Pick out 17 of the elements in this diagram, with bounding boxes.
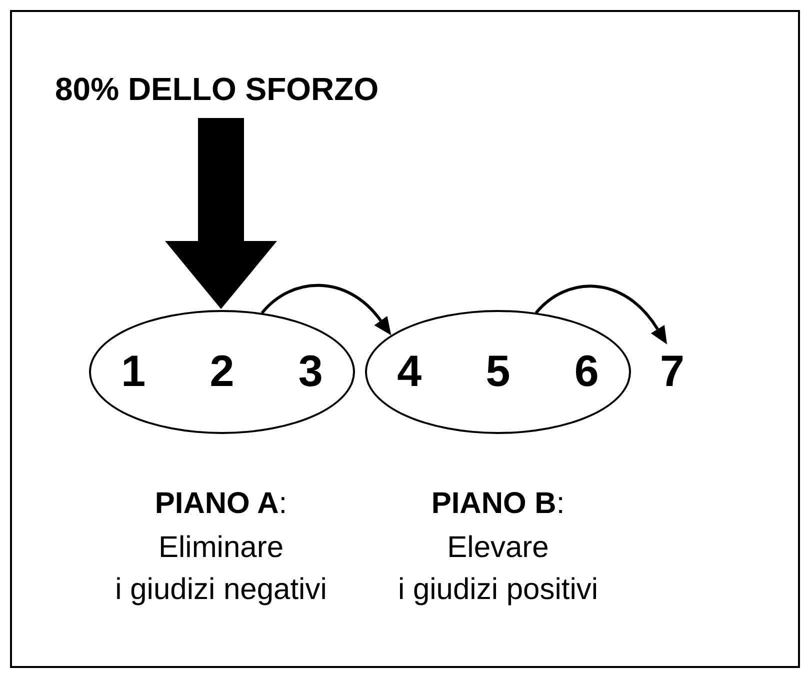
curved-arrow — [534, 284, 668, 344]
block-arrow — [165, 118, 277, 309]
stage-ellipse — [365, 310, 631, 434]
step-number: 7 — [660, 345, 684, 399]
plan-description: Elevare i giudizi positivi — [398, 530, 598, 608]
step-number: 3 — [297, 347, 324, 397]
step-number: 2 — [208, 347, 236, 397]
step-number: 1 — [120, 347, 147, 397]
plan-description: Eliminare i giudizi negativi — [115, 530, 327, 608]
plan-title: PIANO A: — [154, 486, 288, 522]
stage-ellipse — [89, 310, 355, 434]
plan-title: PIANO B: — [431, 486, 565, 522]
step-number: 4 — [396, 347, 423, 397]
curved-arrow — [260, 284, 392, 334]
step-number: 6 — [573, 347, 600, 397]
step-number: 5 — [484, 347, 512, 397]
effort-label: 80% DELLO SFORZO — [55, 70, 379, 108]
